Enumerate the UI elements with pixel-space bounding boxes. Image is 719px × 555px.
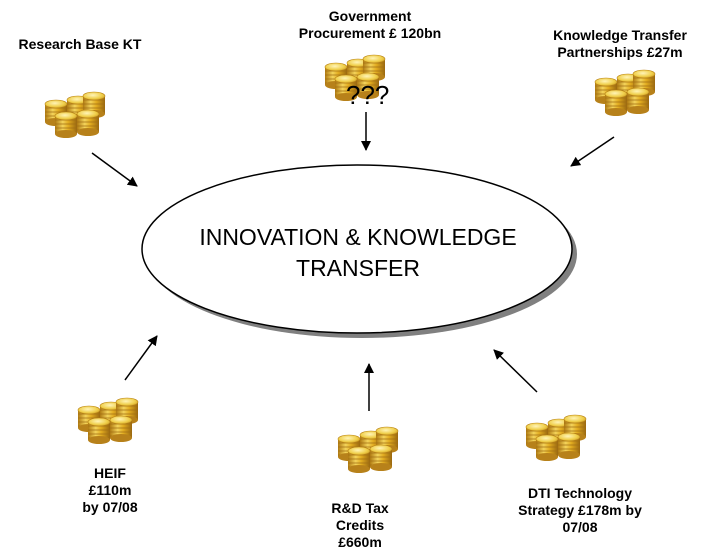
label-ktp-line-2: Partnerships £27m <box>557 44 683 60</box>
label-procurement-line-1: Government <box>328 8 412 24</box>
arrow-ktp <box>570 136 615 167</box>
label-dti-line-1: DTI Technology <box>528 485 632 501</box>
label-ktp: Knowledge Transfer Partnerships £27m <box>535 27 705 61</box>
label-rd-tax-line-2: Credits <box>335 517 385 533</box>
center-ellipse <box>141 164 573 334</box>
center-title: INNOVATION & KNOWLEDGE TRANSFER <box>150 222 566 284</box>
coins-icon-rd-tax <box>338 427 398 473</box>
label-rd-tax-line-3: £660m <box>338 534 382 550</box>
coins-icon-ktp <box>595 70 655 116</box>
label-heif-line-1: HEIF <box>94 465 126 481</box>
arrow-heif <box>124 335 158 381</box>
procurement-unknown-note: ??? <box>346 80 390 110</box>
label-procurement-line-2: Procurement £ 120bn <box>298 25 442 41</box>
coins-icon-research <box>45 92 105 138</box>
label-heif-line-2: £110m <box>88 482 132 498</box>
label-ktp-line-1: Knowledge Transfer <box>553 27 687 43</box>
label-rd-tax-line-1: R&D Tax <box>331 500 389 516</box>
label-rd-tax: R&D Tax Credits £660m <box>320 500 400 551</box>
center-title-line-2: TRANSFER <box>296 255 420 281</box>
label-dti: DTI Technology Strategy £178m by 07/08 <box>500 485 660 536</box>
label-dti-line-2: Strategy £178m by <box>518 502 642 518</box>
label-dti-line-3: 07/08 <box>562 519 598 535</box>
coins-icon-dti <box>526 415 586 461</box>
label-heif: HEIF £110m by 07/08 <box>70 465 150 516</box>
center-title-line-1: INNOVATION & KNOWLEDGE <box>199 224 517 250</box>
coins-icon-heif <box>78 398 138 444</box>
arrow-research <box>91 152 138 187</box>
arrow-dti <box>493 349 538 393</box>
label-heif-line-3: by 07/08 <box>82 499 138 515</box>
label-research: Research Base KT <box>10 36 150 53</box>
label-procurement: Government Procurement £ 120bn <box>270 8 470 42</box>
label-research-line-1: Research Base KT <box>18 36 142 52</box>
